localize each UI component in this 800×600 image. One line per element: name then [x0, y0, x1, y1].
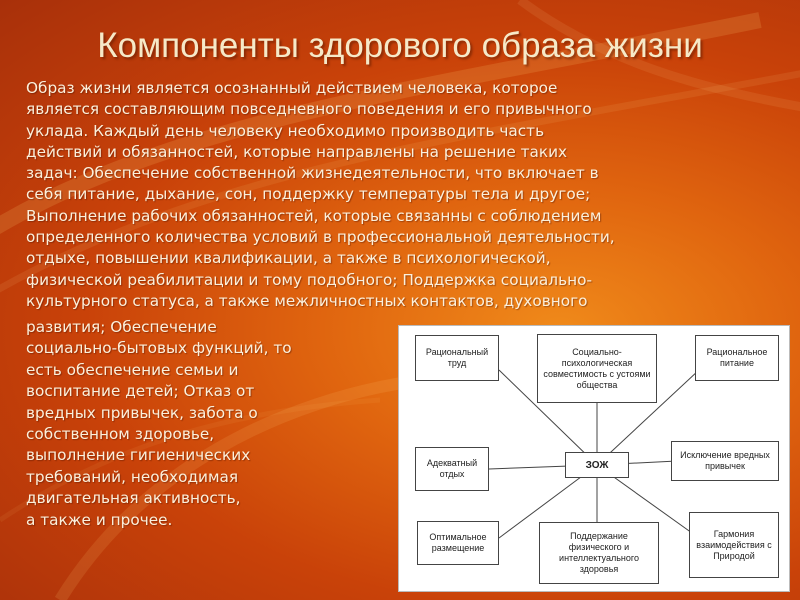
paragraph-line: является составляющим повседневного пове… [26, 100, 592, 119]
paragraph-line: вредных привычек, забота о [26, 403, 258, 422]
paragraph-line: есть обеспечение семьи и [26, 360, 239, 379]
paragraph-line: выполнение гигиенических [26, 446, 251, 465]
paragraph-left: развития; Обеспечение социально-бытовых … [26, 317, 396, 531]
paragraph-line: собственном здоровье, [26, 425, 215, 444]
paragraph-line: двигательная активность, [26, 489, 241, 508]
paragraph-line: действий и обязанностей, которые направл… [26, 142, 568, 161]
paragraph-line: уклада. Каждый день человеку необходимо … [26, 121, 545, 140]
paragraph-line: а также и прочее. [26, 510, 173, 529]
paragraph-line: воспитание детей; Отказ от [26, 382, 255, 401]
paragraph-line: Выполнение рабочих обязанностей, которые… [26, 206, 602, 225]
paragraph-line: себя питание, дыхание, сон, поддержку те… [26, 185, 591, 204]
paragraph-line: определенного количества условий в профе… [26, 228, 615, 247]
paragraph-line: Образ жизни является осознанный действие… [26, 79, 558, 97]
paragraph-line: задач: Обеспечение собственной жизнедеят… [26, 164, 599, 183]
paragraph-line: культурного статуса, а также межличностн… [26, 291, 588, 310]
paragraph-line: социально-бытовых функций, то [26, 339, 292, 358]
slide-title: Компоненты здорового образа жизни [97, 26, 703, 65]
paragraph-line: отдыхе, повышении квалификации, а также … [26, 249, 551, 268]
paragraph-top: Образ жизни является осознанный действие… [26, 78, 748, 312]
node-center-zozh: ЗОЖ [565, 452, 629, 478]
paragraph-line: развития; Обеспечение [26, 318, 217, 336]
paragraph-line: физической реабилитации и тому подобного… [26, 270, 592, 289]
paragraph-line: требований, необходимая [26, 467, 239, 486]
